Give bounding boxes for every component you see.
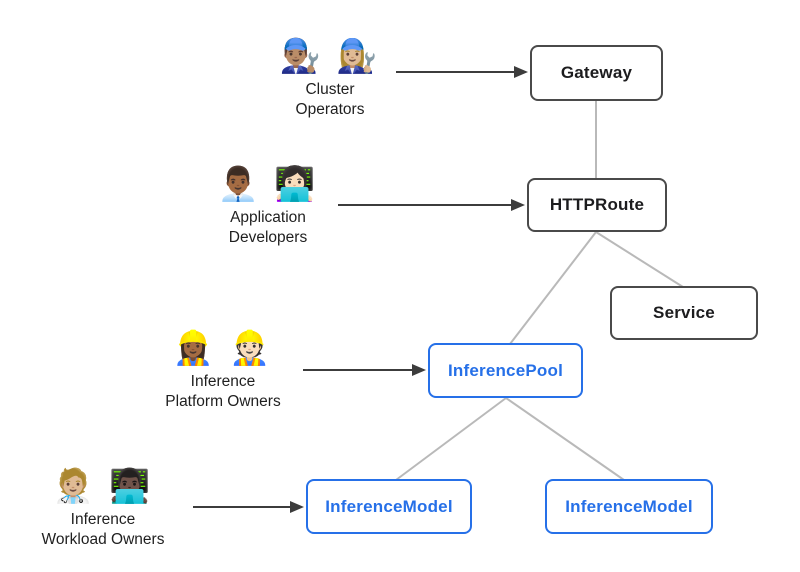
inference-platform-owners-emoji: 👷🏾‍♀️ 👷🏻 <box>172 329 274 366</box>
edge-inferencepool-inferencemodel-left <box>395 397 507 481</box>
node-service: Service <box>610 286 758 340</box>
node-inferencemodel-left: InferenceModel <box>306 479 472 534</box>
node-gateway: Gateway <box>530 45 663 101</box>
node-inferencemodel-right: InferenceModel <box>545 479 713 534</box>
inference-platform-owners-label: Inference Platform Owners <box>165 373 281 410</box>
edge-inferencepool-inferencemodel-right <box>505 397 625 481</box>
cluster-operators-label: Cluster Operators <box>295 81 365 118</box>
inference-workload-owners-label: Inference Workload Owners <box>41 511 165 548</box>
cluster-operators-emoji: 👨🏽‍🔧 👩🏼‍🔧 <box>279 37 381 74</box>
application-developers-label: Application Developers <box>228 209 308 246</box>
actor-cluster-operators: 👨🏽‍🔧 👩🏼‍🔧 Cluster Operators <box>245 36 415 120</box>
application-developers-emoji: 👨🏾‍💼 👩🏻‍💻 <box>217 165 319 202</box>
edge-httproute-service <box>595 231 684 288</box>
actor-inference-platform-owners: 👷🏾‍♀️ 👷🏻 Inference Platform Owners <box>138 328 308 412</box>
node-inferencepool: InferencePool <box>428 343 583 398</box>
edge-httproute-inferencepool <box>509 231 597 345</box>
inference-workload-owners-emoji: 🧑🏼‍⚕️ 👨🏿‍💻 <box>52 467 154 504</box>
actor-inference-workload-owners: 🧑🏼‍⚕️ 👨🏿‍💻 Inference Workload Owners <box>18 466 188 550</box>
actor-application-developers: 👨🏾‍💼 👩🏻‍💻 Application Developers <box>183 164 353 248</box>
node-httproute: HTTPRoute <box>527 178 667 232</box>
